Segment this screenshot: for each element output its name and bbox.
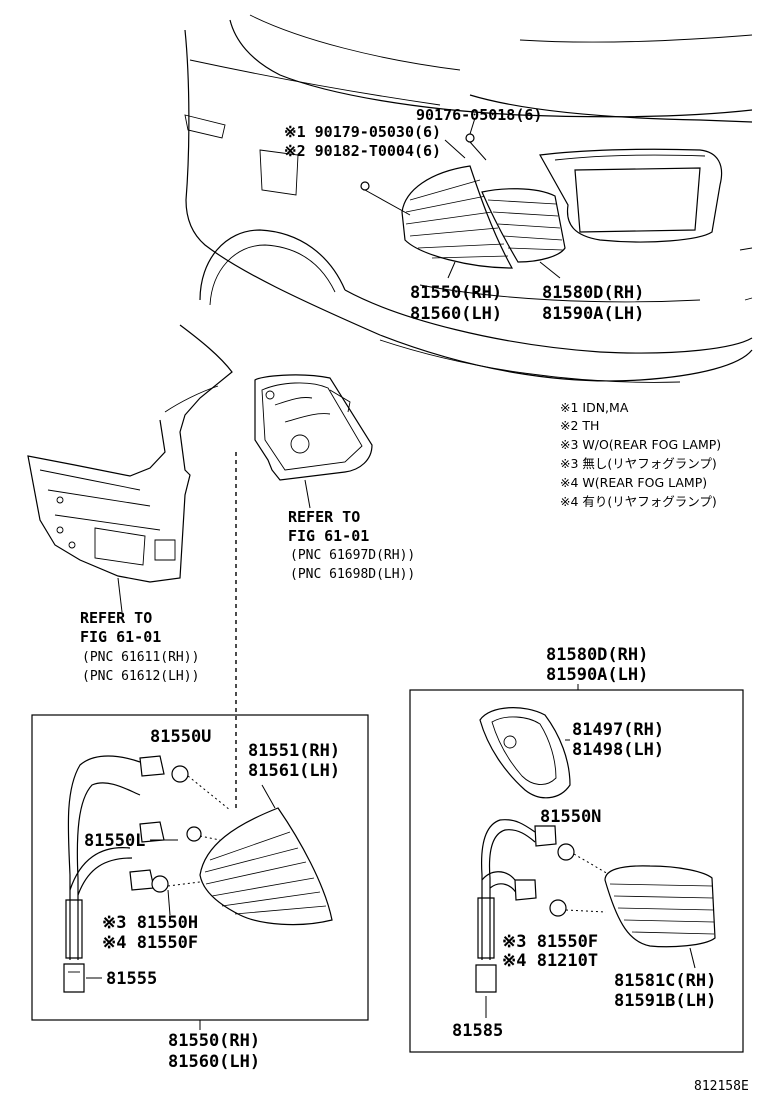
ref1-line4: (PNC 61698D(LH))	[290, 567, 415, 582]
ref2-line2: FIG 61-01	[80, 628, 161, 646]
label-socket-81550h: ※3 81550H	[102, 913, 198, 933]
label-right-lens-lh: 81591B(LH)	[614, 991, 716, 1011]
label-lens-rh: 81551(RH)	[248, 741, 340, 761]
ref1-line2: FIG 61-01	[288, 527, 369, 545]
label-socket-81550l: 81550L	[84, 831, 145, 851]
label-socket-81550u: 81550U	[150, 727, 211, 747]
label-lamp-rh: 81550(RH)	[410, 283, 502, 303]
label-socket-81550f: ※4 81550F	[102, 933, 198, 953]
label-wire-81585: 81585	[452, 1021, 503, 1041]
ref1-line1: REFER TO	[288, 508, 360, 526]
right-box-drawing	[475, 707, 716, 1018]
ref2-line3: (PNC 61611(RH))	[82, 650, 199, 665]
label-cover-lh: 81498(LH)	[572, 740, 664, 760]
label-wire-81555: 81555	[106, 969, 157, 989]
note-6: ※4 有り(リヤフォグランプ)	[560, 494, 717, 509]
footnote-list: ※1 IDN,MA ※2 TH ※3 W/O(REAR FOG LAMP) ※3…	[560, 400, 721, 509]
quarter-panel-inner-drawing	[254, 374, 373, 481]
label-bolt-90182: ※2 90182-T0004(6)	[284, 142, 441, 160]
label-socket-81210t: ※4 81210T	[502, 951, 598, 971]
label-right-lens-rh: 81581C(RH)	[614, 971, 716, 991]
label-right-title-rh: 81580D(RH)	[546, 645, 648, 665]
note-4: ※3 無し(リヤフォグランプ)	[560, 456, 717, 471]
note-2: ※2 TH	[560, 418, 599, 433]
label-cover-rh: 81497(RH)	[572, 720, 664, 740]
rear-combination-lamp-top	[360, 117, 566, 279]
label-lens-lh: 81561(LH)	[248, 761, 340, 781]
label-socket-81550f-right: ※3 81550F	[502, 932, 598, 952]
label-socket-81550n: 81550N	[540, 807, 601, 827]
quarter-panel-outer-drawing	[27, 324, 233, 583]
label-right-title-lh: 81590A(LH)	[546, 665, 648, 685]
ref1-line3: (PNC 61697D(RH))	[290, 548, 415, 563]
right-detail-box	[409, 689, 744, 1053]
note-5: ※4 W(REAR FOG LAMP)	[560, 475, 707, 490]
leader-ref2	[117, 577, 123, 613]
note-1: ※1 IDN,MA	[560, 400, 629, 415]
figure-code: 812158E	[694, 1079, 749, 1094]
label-bottom-rh: 81550(RH)	[168, 1031, 260, 1051]
car-rear-body-drawing	[184, 14, 753, 383]
left-box-drawing	[63, 755, 333, 993]
note-3: ※3 W/O(REAR FOG LAMP)	[560, 437, 721, 452]
label-inner-lamp-rh: 81580D(RH)	[542, 283, 644, 303]
label-lamp-lh: 81560(LH)	[410, 304, 502, 324]
leader-ref1	[304, 479, 311, 509]
ref2-line1: REFER TO	[80, 609, 152, 627]
label-bottom-lh: 81560(LH)	[168, 1052, 260, 1072]
label-bolt-90176: 90176-05018(6)	[416, 106, 542, 124]
label-bolt-90179: ※1 90179-05030(6)	[284, 123, 441, 141]
label-inner-lamp-lh: 81590A(LH)	[542, 304, 644, 324]
ref2-line4: (PNC 61612(LH))	[82, 669, 199, 684]
